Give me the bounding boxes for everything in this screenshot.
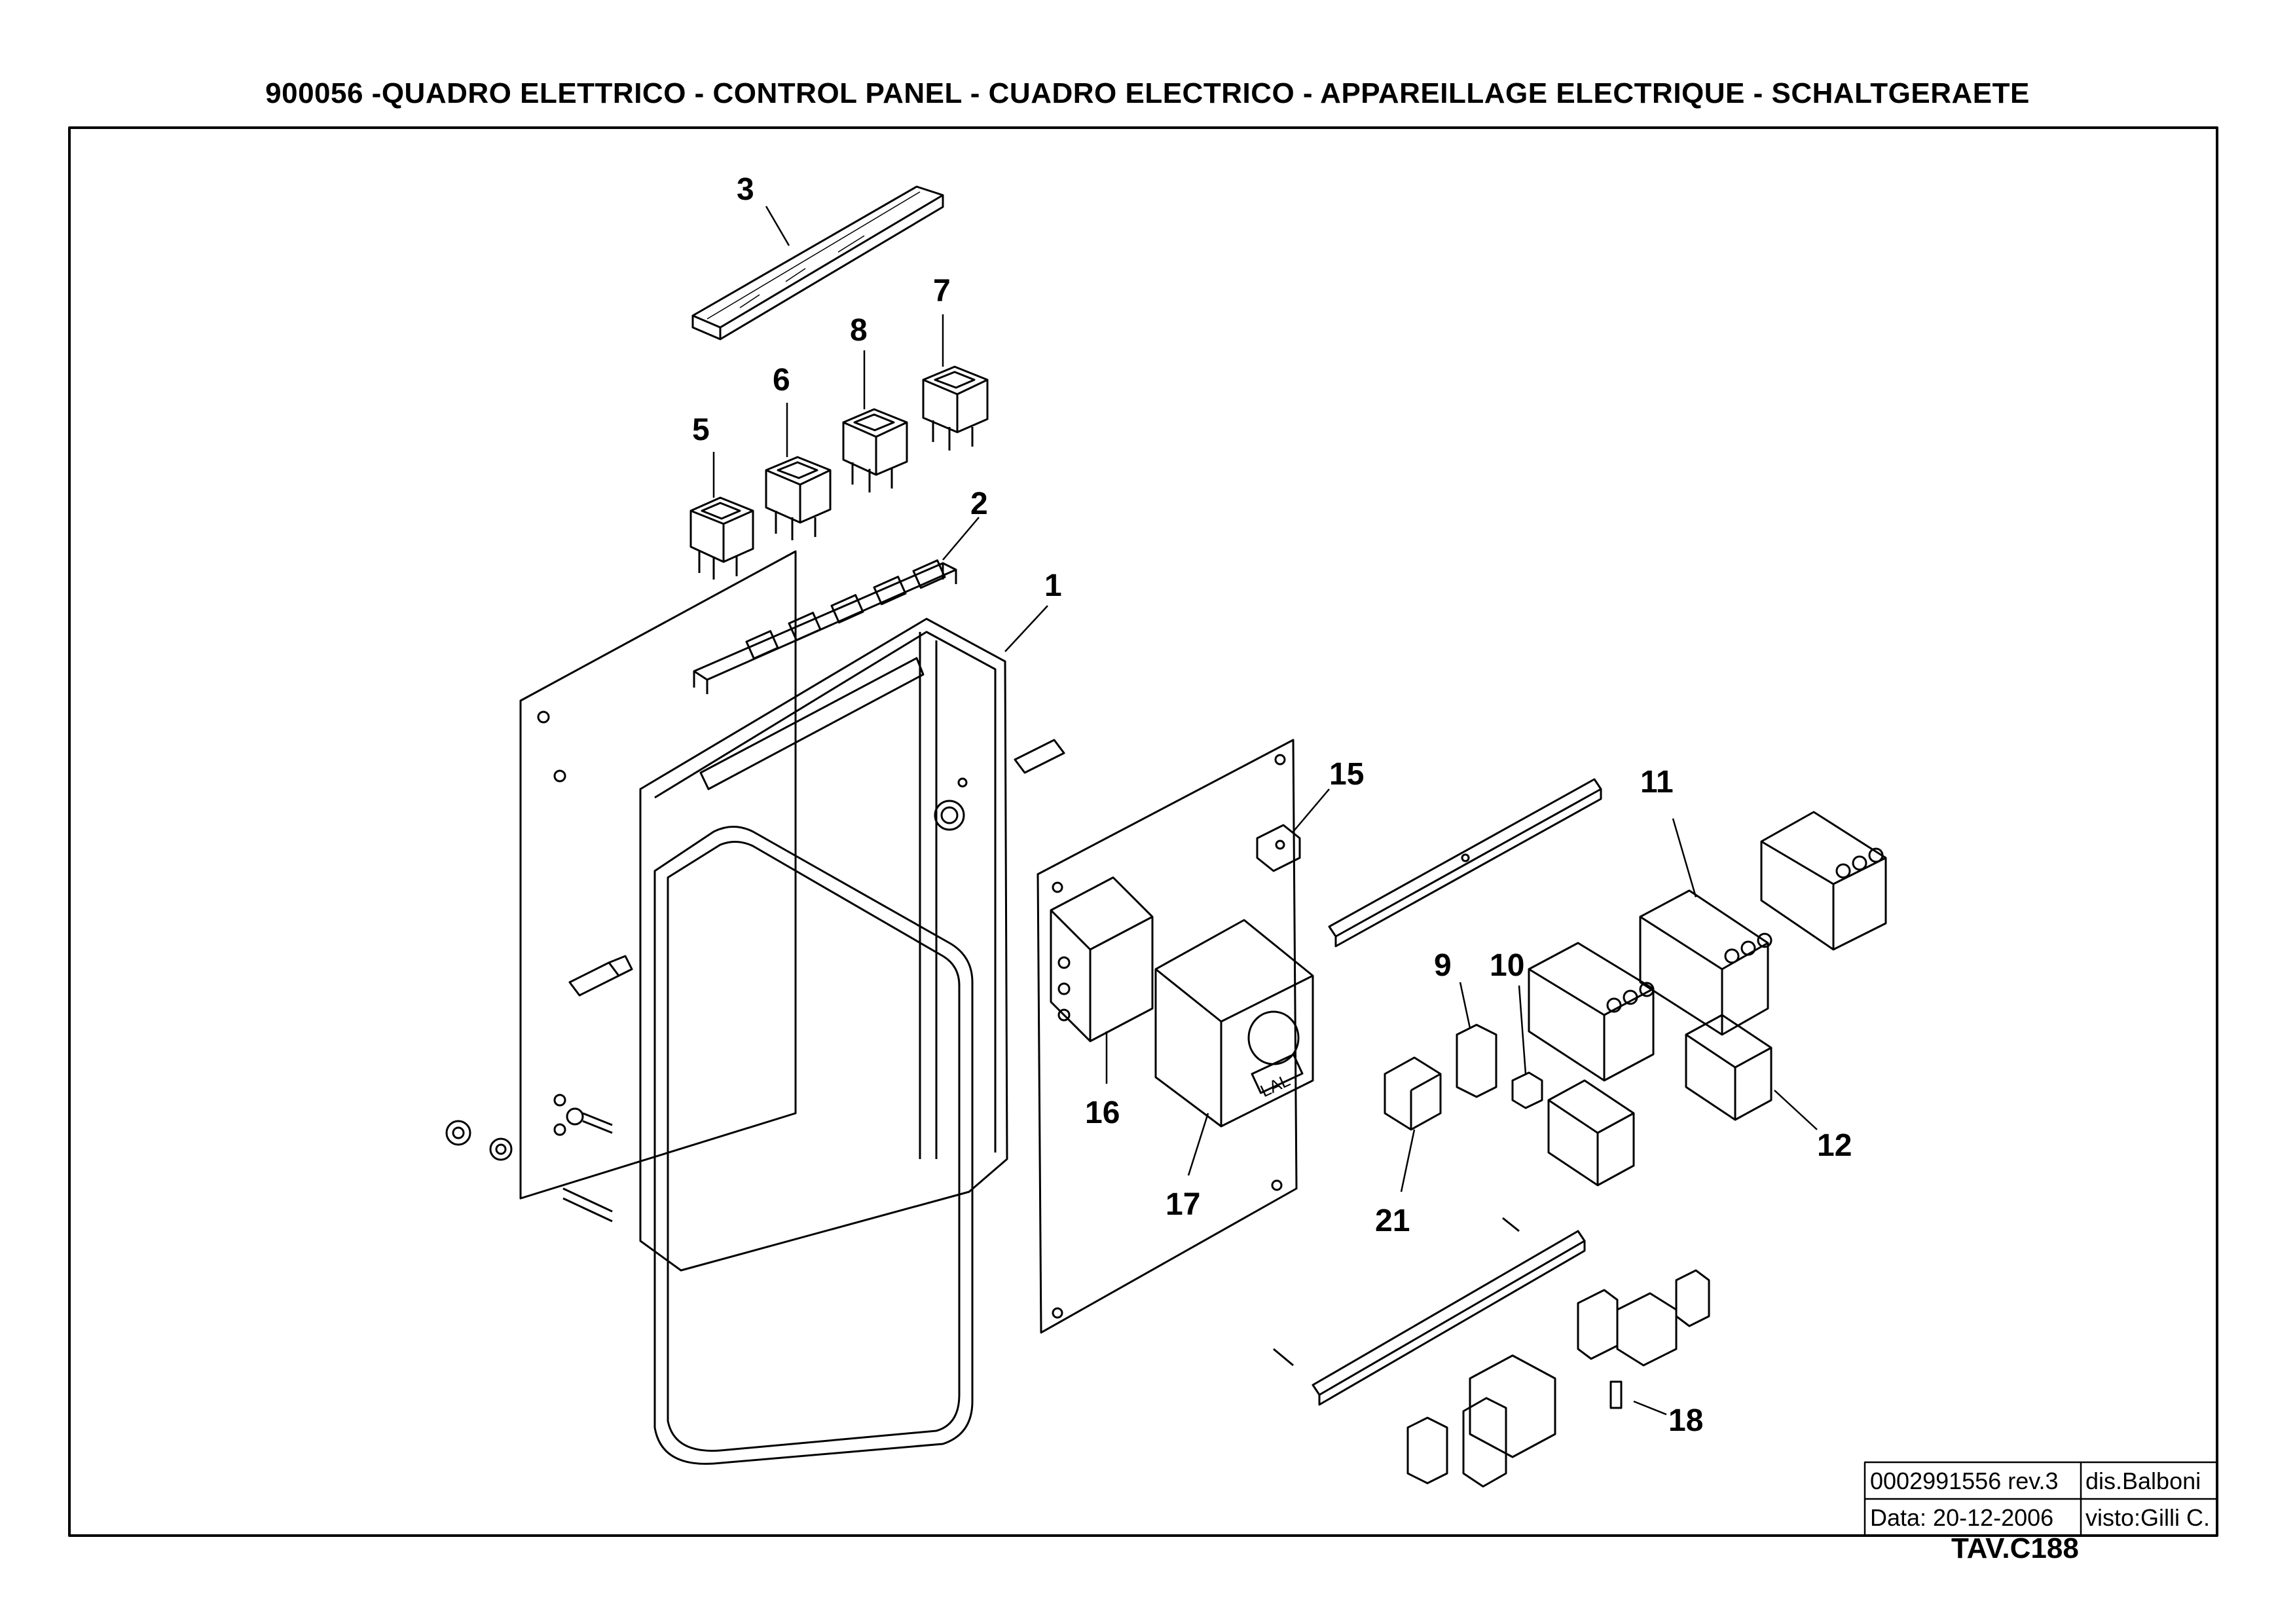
part-2-mounting-plate [693, 559, 957, 694]
callout-10: 10 [1490, 948, 1524, 983]
drawing-border [68, 126, 2218, 1537]
part-8-switch [842, 408, 908, 492]
part-1-enclosure [639, 618, 1008, 1272]
part-6-switch [765, 456, 832, 540]
callout-15: 15 [1329, 757, 1364, 792]
callout-18: 18 [1668, 1403, 1703, 1438]
part-17-control-box [1154, 919, 1314, 1128]
part-18-terminal-blocks [1462, 1269, 1710, 1488]
din-rail-lower [1273, 1217, 1586, 1406]
callout-8: 8 [850, 313, 868, 348]
callout-9: 9 [1434, 948, 1452, 983]
part-21-fuse-holder [1384, 1056, 1442, 1131]
part-3-window-strip [691, 185, 944, 341]
drawing-date: Data: 20-12-2006 [1870, 1504, 2053, 1531]
drawn-by: dis.Balboni [2085, 1467, 2201, 1494]
enclosure-front-cover [653, 826, 974, 1465]
electrical-mounting-plate [1037, 739, 1298, 1334]
back-plate-left [519, 550, 797, 1200]
callout-2: 2 [970, 487, 988, 521]
part-11-contactor [1639, 889, 1772, 1036]
part-7-switch [922, 365, 989, 451]
checked-by: visto:Gilli C. [2085, 1504, 2210, 1531]
part-9-terminal [1456, 1024, 1497, 1098]
contactor-lower [1528, 942, 1655, 1082]
thermal-relay-lower [1547, 1079, 1635, 1187]
title-block [1864, 1461, 2218, 1537]
contactor-extra [1760, 811, 1887, 951]
callout-21: 21 [1375, 1204, 1410, 1238]
cable-gland-top [1014, 739, 1065, 774]
sheet-number: TAV.C188 [1951, 1532, 2079, 1564]
part-5-switch [689, 496, 754, 580]
part-15-bracket [1256, 824, 1301, 872]
terminal-stack-right [1616, 1292, 1678, 1367]
part-12-thermal-relay [1685, 1014, 1772, 1121]
callout-3: 3 [737, 172, 754, 207]
callout-16: 16 [1085, 1096, 1120, 1130]
callout-11: 11 [1640, 765, 1674, 800]
control-box-label: LAL [1257, 1070, 1293, 1101]
callout-1: 1 [1044, 568, 1062, 603]
din-rail-upper [1328, 778, 1602, 948]
callout-6: 6 [773, 363, 790, 397]
part-10-terminal [1511, 1071, 1543, 1109]
callout-7: 7 [933, 274, 951, 308]
leader-lines [712, 206, 1818, 1416]
cable-gland-left [568, 955, 633, 997]
callout-17: 17 [1166, 1187, 1200, 1222]
callout-12: 12 [1817, 1128, 1852, 1163]
drawing-title: 900056 -QUADRO ELETTRICO - CONTROL PANEL… [265, 77, 2030, 109]
callout-5: 5 [692, 413, 710, 447]
terminal-stack-left [1406, 1354, 1556, 1485]
nut-and-washer [445, 1107, 613, 1223]
part-16-terminal-base [1050, 876, 1154, 1043]
drawing-number: 0002991556 rev.3 [1870, 1467, 2059, 1494]
